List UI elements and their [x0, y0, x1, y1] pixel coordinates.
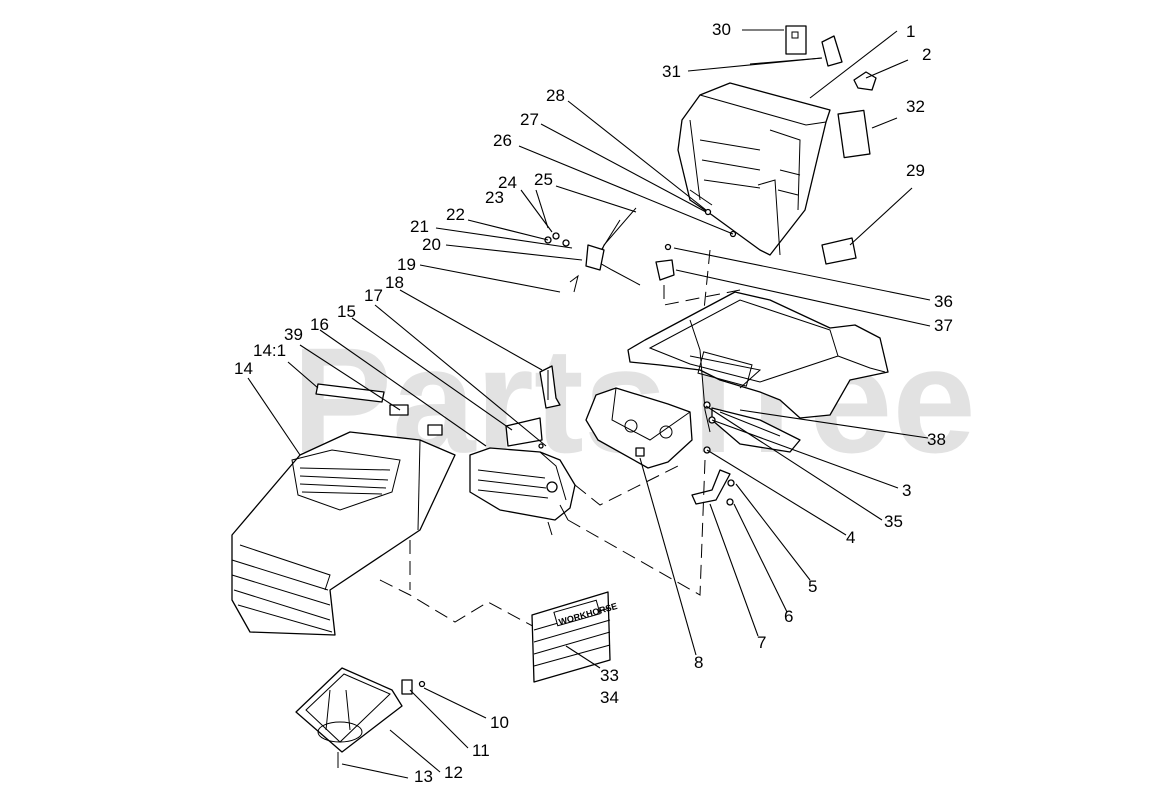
- callout-16: 16: [310, 315, 329, 334]
- callout-4: 4: [846, 528, 855, 547]
- frame-pan: [627, 291, 889, 453]
- seat-bracket: [655, 259, 675, 281]
- callout-28: 28: [546, 86, 565, 105]
- callout-23: 23: [485, 188, 504, 207]
- decal-31: [821, 35, 843, 67]
- callout-labels: 30 1 2 31 28 32 27 26 29 25 24 23 22 21 …: [234, 20, 953, 786]
- callout-1: 1: [906, 22, 915, 41]
- callout-14-1: 14:1: [253, 341, 286, 360]
- callout-2: 2: [922, 45, 931, 64]
- callout-26: 26: [493, 131, 512, 150]
- callout-8: 8: [694, 653, 703, 672]
- decal-30: [785, 25, 807, 55]
- callout-24: 24: [498, 173, 517, 192]
- callout-37: 37: [934, 316, 953, 335]
- dash-panel: [538, 365, 693, 469]
- callout-38: 38: [927, 430, 946, 449]
- callout-7: 7: [757, 633, 766, 652]
- callout-3: 3: [902, 481, 911, 500]
- callout-35: 35: [884, 512, 903, 531]
- decal-32: [837, 109, 871, 159]
- lower-pan: [295, 667, 426, 768]
- callout-17: 17: [364, 286, 383, 305]
- callout-34: 34: [600, 688, 619, 707]
- decal-14-1: [315, 383, 385, 403]
- callout-14: 14: [234, 359, 253, 378]
- callout-21: 21: [410, 217, 429, 236]
- callout-15: 15: [337, 302, 356, 321]
- hood: [231, 383, 543, 636]
- callout-36: 36: [934, 292, 953, 311]
- callout-33: 33: [600, 666, 619, 685]
- decal-29: [821, 237, 857, 265]
- callout-19: 19: [397, 255, 416, 274]
- callout-31: 31: [662, 62, 681, 81]
- callout-18: 18: [385, 273, 404, 292]
- callout-25: 25: [534, 170, 553, 189]
- callout-30: 30: [712, 20, 731, 39]
- side-bracket: [691, 401, 735, 506]
- seat: [677, 82, 831, 256]
- callout-11: 11: [472, 741, 490, 760]
- front-grille: [469, 447, 576, 536]
- callout-5: 5: [808, 577, 817, 596]
- callout-20: 20: [422, 235, 441, 254]
- callout-13: 13: [414, 767, 433, 786]
- leader-lines: [247, 29, 931, 779]
- callout-6: 6: [784, 607, 793, 626]
- hood-decal: WORKHORSE: [531, 591, 618, 683]
- callout-12: 12: [444, 763, 463, 782]
- lever-assembly: [544, 207, 737, 293]
- callout-10: 10: [490, 713, 509, 732]
- callout-29: 29: [906, 161, 925, 180]
- callout-39: 39: [284, 325, 303, 344]
- callout-32: 32: [906, 97, 925, 116]
- callout-27: 27: [520, 110, 539, 129]
- callout-22: 22: [446, 205, 465, 224]
